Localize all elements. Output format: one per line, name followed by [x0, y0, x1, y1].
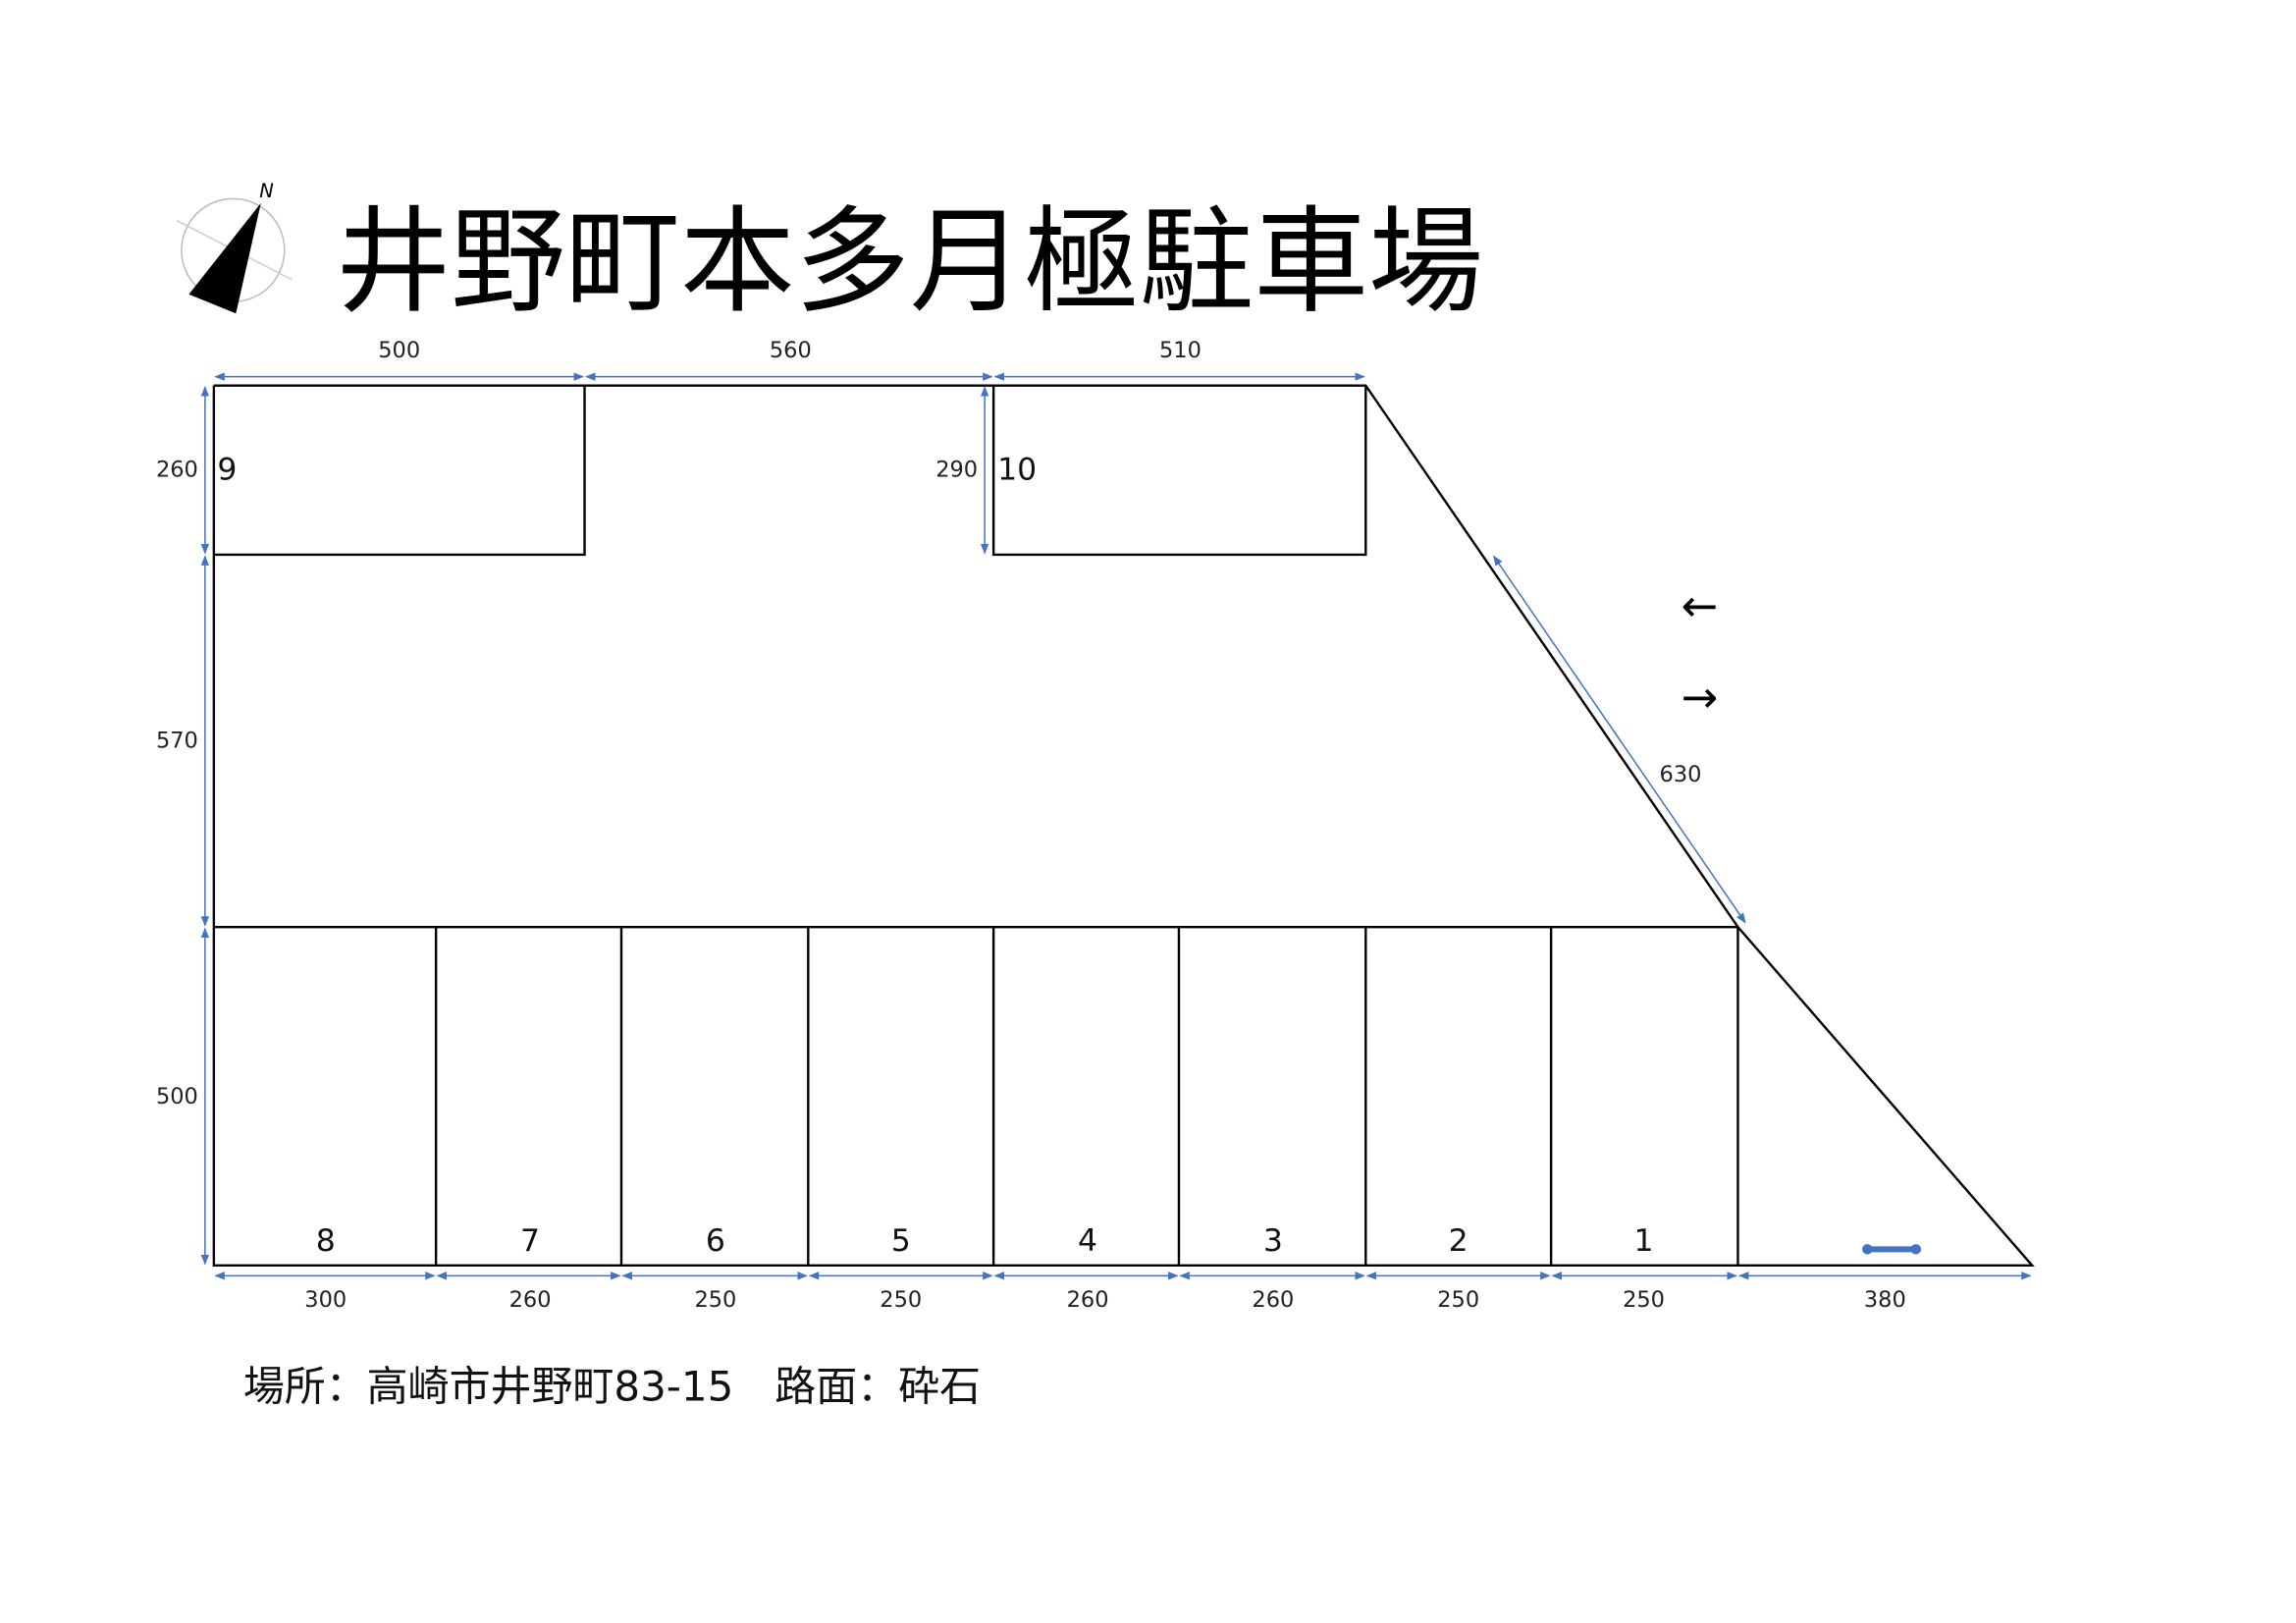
dim-top-3: 510 [1159, 338, 1201, 363]
dim-left-2: 570 [156, 728, 198, 753]
left-arrow-icon: ← [1682, 579, 1719, 631]
dim-bottom-2: 260 [509, 1287, 552, 1313]
space-number-7: 7 [520, 1223, 540, 1259]
dim-bottom-4: 250 [880, 1287, 922, 1313]
dim-bottom-3: 250 [694, 1287, 736, 1313]
space-number-9: 9 [217, 453, 237, 488]
dim-bottom-9: 380 [1864, 1287, 1906, 1313]
dim-space10-depth: 290 [935, 458, 978, 483]
space-number-5: 5 [891, 1223, 911, 1259]
diagonal-dimension-line [1493, 555, 1746, 924]
space-number-6: 6 [706, 1223, 725, 1259]
lot-outline [212, 384, 2035, 1268]
dim-top-2: 560 [770, 338, 812, 363]
north-compass-icon: N [177, 180, 293, 314]
dim-bottom-7: 250 [1437, 1287, 1479, 1313]
dim-bottom-5: 260 [1067, 1287, 1109, 1313]
entrance-marker-icon [1862, 1244, 1922, 1255]
space-10-box [991, 385, 1367, 557]
compass-north-label: N [259, 180, 274, 202]
space-dividers [434, 927, 1739, 1266]
page-title: 井野町本多月極駐車場 [336, 195, 1483, 329]
space-number-4: 4 [1078, 1223, 1097, 1259]
left-dimension-lines [200, 386, 989, 1266]
dim-bottom-1: 300 [304, 1287, 347, 1313]
space-number-1: 1 [1634, 1223, 1654, 1259]
dim-left-3: 500 [156, 1084, 198, 1109]
space-number-3: 3 [1263, 1223, 1283, 1259]
space-number-2: 2 [1449, 1223, 1468, 1259]
dim-left-1: 260 [156, 458, 198, 483]
space-number-10: 10 [997, 453, 1037, 488]
right-arrow-icon: → [1682, 671, 1719, 723]
dim-bottom-6: 260 [1252, 1287, 1294, 1313]
space-number-8: 8 [316, 1223, 336, 1259]
dim-diagonal: 630 [1660, 762, 1702, 787]
space-9-box [213, 385, 586, 557]
dim-top-1: 500 [378, 338, 420, 363]
address-and-surface: 場所：高崎市井野町83-15 路面：砕石 [243, 1363, 981, 1411]
dim-bottom-8: 250 [1623, 1287, 1665, 1313]
